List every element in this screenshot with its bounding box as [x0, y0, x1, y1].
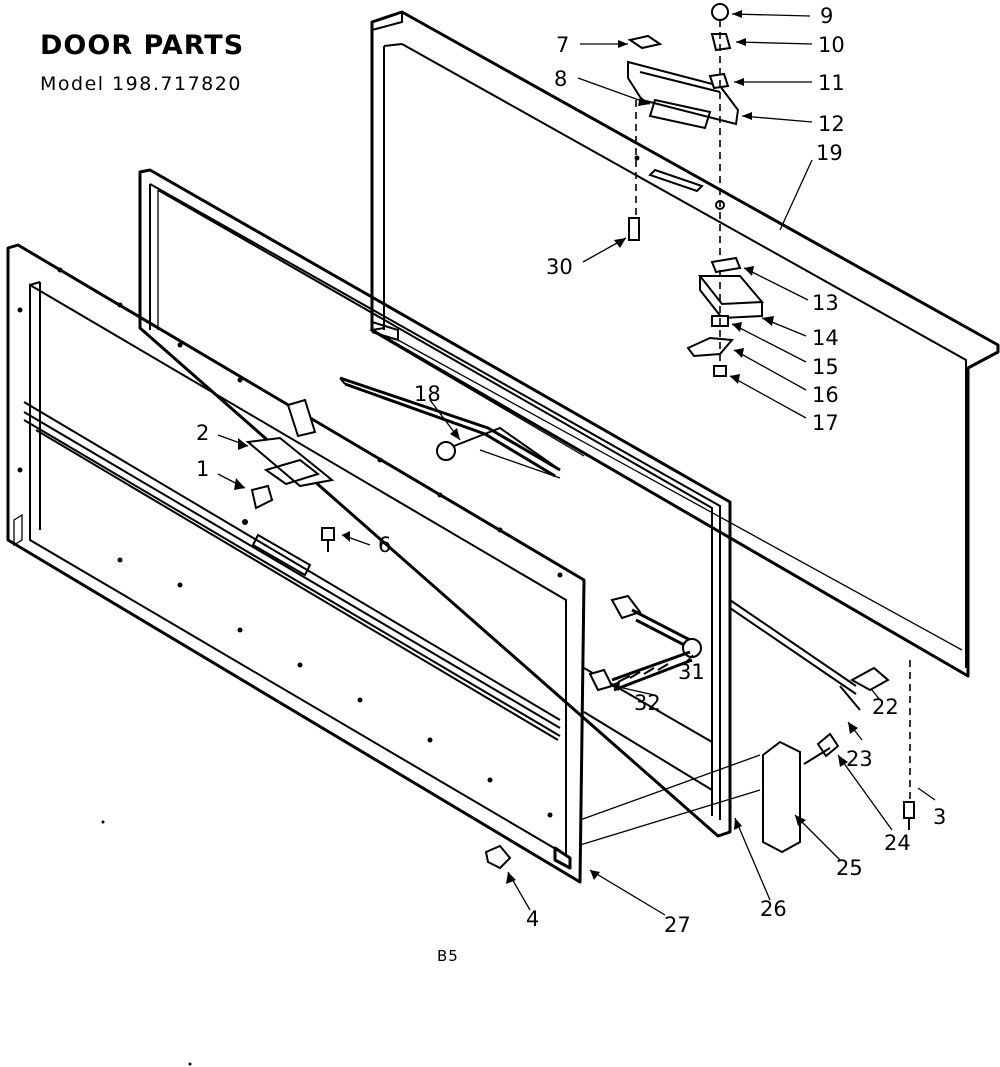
callout-3: 3	[933, 805, 946, 829]
page-code: B5	[437, 947, 459, 965]
callout-27: 27	[664, 913, 691, 937]
callout-6: 6	[378, 533, 391, 557]
callout-11: 11	[818, 71, 845, 95]
callout-24: 24	[884, 831, 911, 855]
speck	[188, 1062, 192, 1066]
callout-10: 10	[818, 33, 845, 57]
callout-2: 2	[196, 421, 209, 445]
callout-12: 12	[818, 112, 845, 136]
hinge-rod	[339, 376, 561, 479]
callout-19: 19	[816, 141, 843, 165]
lower-hinge-parts	[484, 599, 915, 870]
callout-23: 23	[846, 747, 873, 771]
callout-1: 1	[196, 457, 209, 481]
callout-14: 14	[812, 326, 839, 350]
callout-25: 25	[836, 856, 863, 880]
callout-26: 26	[760, 897, 787, 921]
callout-31: 31	[678, 660, 705, 684]
inner-door-panel	[6, 243, 586, 884]
callout-8: 8	[554, 67, 567, 91]
callout-labels: 1 2 3 4 6 7 8 9 10 11 12 13 14 15 16 17 …	[196, 4, 946, 937]
callout-9: 9	[820, 4, 833, 28]
callout-13: 13	[812, 291, 839, 315]
callout-7: 7	[556, 33, 569, 57]
speck	[101, 820, 105, 824]
leader-lines	[217, 10, 936, 916]
callout-22: 22	[872, 695, 899, 719]
callout-30: 30	[546, 255, 573, 279]
page-title: DOOR PARTS	[40, 30, 245, 61]
door-gasket	[138, 168, 732, 838]
model-number: Model 198.717820	[40, 73, 242, 95]
spring-assembly	[588, 594, 702, 692]
callout-17: 17	[812, 411, 839, 435]
top-hinge-parts	[627, 3, 740, 260]
callout-32: 32	[634, 691, 661, 715]
outer-door-frame	[370, 10, 1000, 678]
callout-16: 16	[812, 383, 839, 407]
bottom-hinge-parts	[686, 256, 765, 377]
callout-18: 18	[414, 382, 441, 406]
callout-15: 15	[812, 355, 839, 379]
callout-4: 4	[526, 907, 539, 931]
latch-assembly	[245, 398, 335, 552]
